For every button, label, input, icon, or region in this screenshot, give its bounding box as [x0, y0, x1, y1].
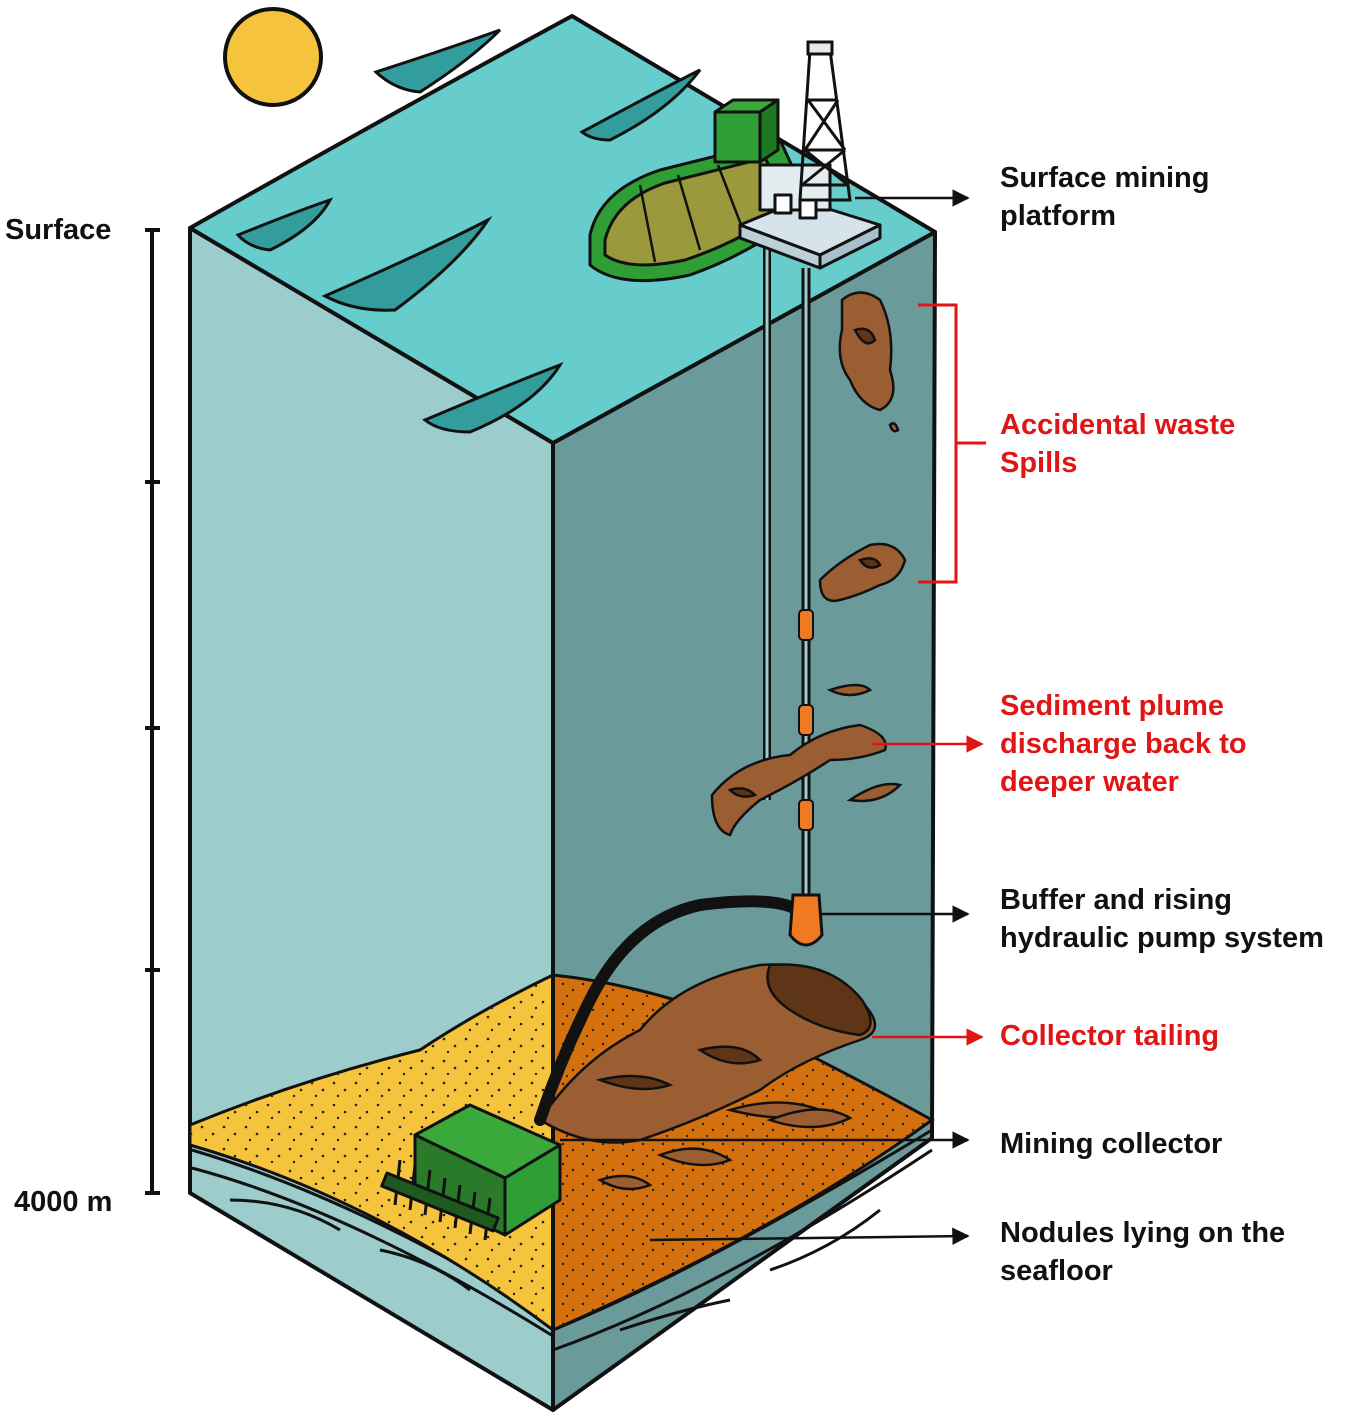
sun-icon: [223, 7, 323, 107]
label-mining-collector: Mining collector: [1000, 1128, 1223, 1160]
buffer-unit: [788, 893, 824, 947]
label-waste-spills: Accidental waste Spills: [1000, 409, 1236, 479]
label-nodules: Nodules lying on the seafloor: [1000, 1217, 1286, 1287]
depth-label-surface: Surface: [5, 214, 112, 246]
sediment-plume: [710, 683, 903, 837]
spills-bracket: [918, 303, 986, 584]
label-surface-platform: Surface mining platform: [1000, 162, 1210, 232]
riser-pipe: [798, 268, 814, 900]
arrow-nodules: [649, 1227, 970, 1245]
drilling-derrick: [798, 40, 852, 202]
collector-tailing-plume: [538, 963, 877, 1191]
sand-texture: [190, 975, 553, 1330]
waves: [235, 28, 702, 434]
mining-collector: [380, 1103, 562, 1241]
label-buffer-pump: Buffer and rising hydraulic pump system: [1000, 884, 1324, 954]
flexible-hose: [534, 895, 806, 1126]
label-collector-tailing: Collector tailing: [1000, 1020, 1220, 1052]
label-arrows: [560, 189, 986, 1245]
waste-spills: [818, 291, 907, 603]
mining-ship: [588, 98, 812, 283]
label-sediment-plume: Sediment plume discharge back to deeper …: [1000, 690, 1247, 798]
depth-scale: [145, 228, 160, 1195]
depth-label-bottom: 4000 m: [14, 1186, 113, 1218]
